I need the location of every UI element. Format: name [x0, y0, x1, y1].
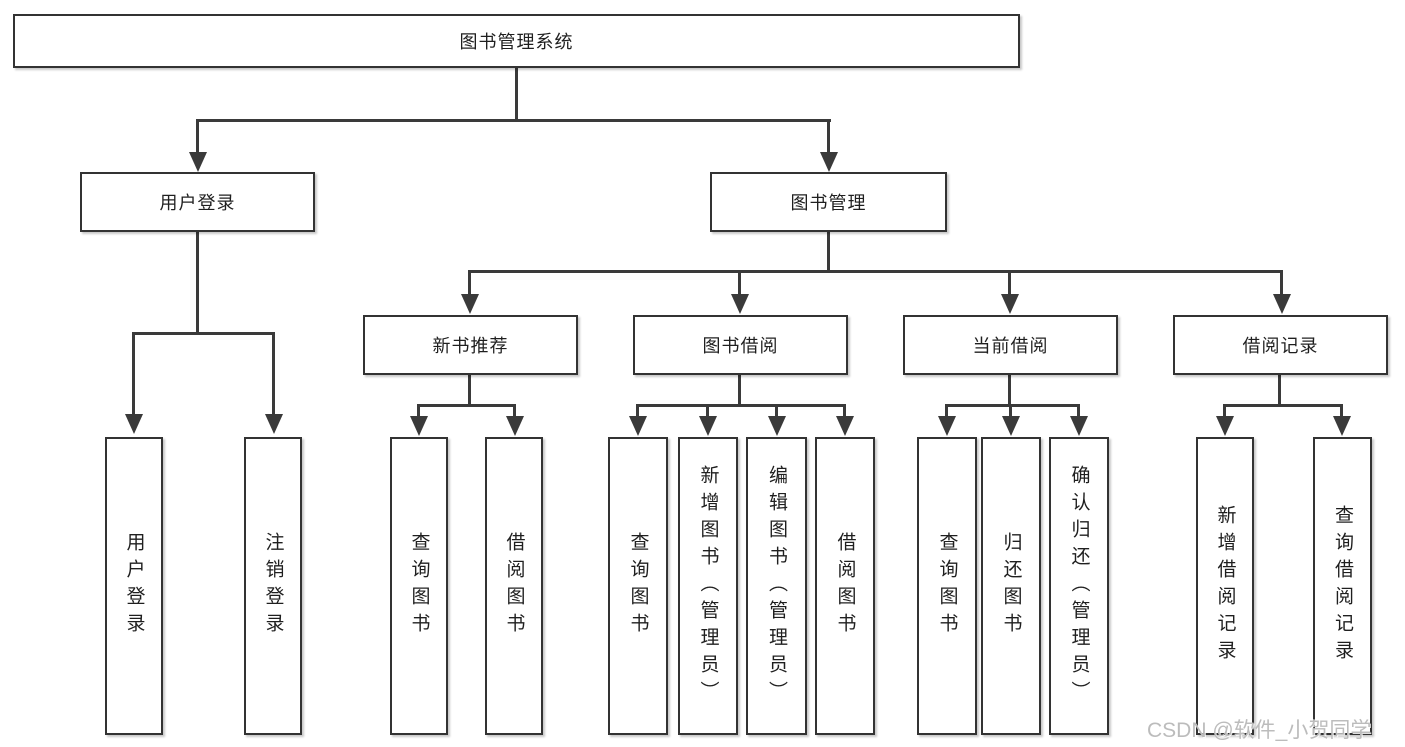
- leaf-borrow-books-recommend: 借阅图书: [485, 437, 543, 735]
- connector-new-book-stem: [468, 375, 471, 407]
- arrow-down-icon: [1070, 416, 1088, 436]
- arrow-down-icon: [461, 294, 479, 314]
- leaf-label: 借阅图书: [503, 532, 525, 640]
- node-book-borrow: 图书借阅: [633, 315, 848, 375]
- leaf-borrow-books: 借阅图书: [815, 437, 875, 735]
- arrow-down-icon: [1333, 416, 1351, 436]
- connector-root-drop-left: [196, 119, 199, 155]
- connector-book-borrow-drop-4: [843, 404, 846, 418]
- node-borrow-records: 借阅记录: [1173, 315, 1388, 375]
- connector-current-borrow-drop-1: [945, 404, 948, 418]
- arrow-down-icon: [506, 416, 524, 436]
- node-label: 当前借阅: [972, 336, 1049, 356]
- connector-borrow-records-drop-1: [1223, 404, 1226, 418]
- arrow-down-icon: [1273, 294, 1291, 314]
- leaf-label: 查询借阅记录: [1332, 505, 1353, 667]
- leaf-add-borrow-record: 新增借阅记录: [1196, 437, 1254, 735]
- connector-book-mgmt-drop-2: [738, 270, 741, 296]
- arrow-down-icon: [125, 414, 143, 434]
- node-current-borrow: 当前借阅: [903, 315, 1118, 375]
- leaf-label: 新增图书（管理员）: [697, 464, 719, 708]
- arrow-down-icon: [836, 416, 854, 436]
- connector-current-borrow-stem: [1008, 375, 1011, 407]
- arrow-down-icon: [768, 416, 786, 436]
- connector-current-borrow-drop-3: [1077, 404, 1080, 418]
- connector-book-mgmt-drop-4: [1280, 270, 1283, 296]
- connector-root-drop-right: [827, 119, 830, 155]
- leaf-query-borrow-record: 查询借阅记录: [1313, 437, 1372, 735]
- node-label: 图书管理系统: [459, 32, 574, 52]
- leaf-logout: 注销登录: [244, 437, 302, 735]
- leaf-label: 新增借阅记录: [1214, 505, 1236, 667]
- arrow-down-icon: [410, 416, 428, 436]
- node-label: 图书管理: [790, 193, 867, 213]
- node-user-login: 用户登录: [80, 172, 315, 232]
- node-label: 借阅记录: [1242, 336, 1319, 356]
- connector-book-mgmt-branch: [468, 270, 1283, 273]
- leaf-query-books-borrow: 查询图书: [608, 437, 668, 735]
- connector-new-book-drop-1: [417, 404, 420, 418]
- connector-root-branch: [196, 119, 831, 122]
- node-library-management-system: 图书管理系统: [13, 14, 1020, 68]
- arrow-down-icon: [189, 152, 207, 172]
- leaf-label: 注销登录: [262, 532, 284, 640]
- connector-user-login-drop-1: [132, 332, 135, 414]
- leaf-label: 查询图书: [408, 532, 430, 640]
- leaf-label: 借阅图书: [834, 532, 856, 640]
- leaf-label: 编辑图书（管理员）: [766, 464, 787, 708]
- connector-borrow-records-stem: [1278, 375, 1281, 407]
- node-new-book-recommend: 新书推荐: [363, 315, 578, 375]
- connector-borrow-records-branch: [1223, 404, 1343, 407]
- connector-book-borrow-drop-2: [706, 404, 709, 418]
- connector-borrow-records-drop-2: [1340, 404, 1343, 418]
- connector-new-book-drop-2: [513, 404, 516, 418]
- leaf-label: 查询图书: [627, 532, 649, 640]
- arrow-down-icon: [699, 416, 717, 436]
- arrow-down-icon: [731, 294, 749, 314]
- arrow-down-icon: [265, 414, 283, 434]
- connector-book-mgmt-stem: [827, 232, 830, 273]
- leaf-add-books-admin: 新增图书（管理员）: [678, 437, 738, 735]
- arrow-down-icon: [1001, 294, 1019, 314]
- node-book-management: 图书管理: [710, 172, 947, 232]
- arrow-down-icon: [1002, 416, 1020, 436]
- leaf-user-login: 用户登录: [105, 437, 163, 735]
- connector-book-borrow-branch: [636, 404, 846, 407]
- connector-user-login-branch: [132, 332, 275, 335]
- leaf-edit-books-admin: 编辑图书（管理员）: [746, 437, 807, 735]
- connector-book-borrow-drop-3: [775, 404, 778, 418]
- connector-book-borrow-stem: [738, 375, 741, 407]
- leaf-confirm-return-admin: 确认归还（管理员）: [1049, 437, 1109, 735]
- csdn-watermark: CSDN @软件_小贺同学: [1147, 719, 1372, 742]
- arrow-down-icon: [938, 416, 956, 436]
- node-label: 用户登录: [159, 193, 236, 213]
- connector-current-borrow-drop-2: [1009, 404, 1012, 418]
- connector-new-book-branch: [417, 404, 516, 407]
- connector-user-login-stem: [196, 232, 199, 335]
- leaf-label: 归还图书: [1000, 532, 1022, 640]
- leaf-label: 确认归还（管理员）: [1068, 464, 1090, 708]
- connector-book-mgmt-drop-3: [1008, 270, 1011, 296]
- connector-book-borrow-drop-1: [636, 404, 639, 418]
- connector-root-stem: [515, 68, 518, 122]
- node-label: 新书推荐: [432, 336, 509, 356]
- arrow-down-icon: [629, 416, 647, 436]
- connector-book-mgmt-drop-1: [468, 270, 471, 296]
- arrow-down-icon: [820, 152, 838, 172]
- connector-current-borrow-branch: [945, 404, 1080, 407]
- node-label: 图书借阅: [702, 336, 779, 356]
- leaf-label: 用户登录: [123, 532, 145, 640]
- leaf-query-books-current: 查询图书: [917, 437, 977, 735]
- connector-user-login-drop-2: [272, 332, 275, 414]
- leaf-label: 查询图书: [936, 532, 958, 640]
- leaf-return-books: 归还图书: [981, 437, 1041, 735]
- leaf-query-books-recommend: 查询图书: [390, 437, 448, 735]
- arrow-down-icon: [1216, 416, 1234, 436]
